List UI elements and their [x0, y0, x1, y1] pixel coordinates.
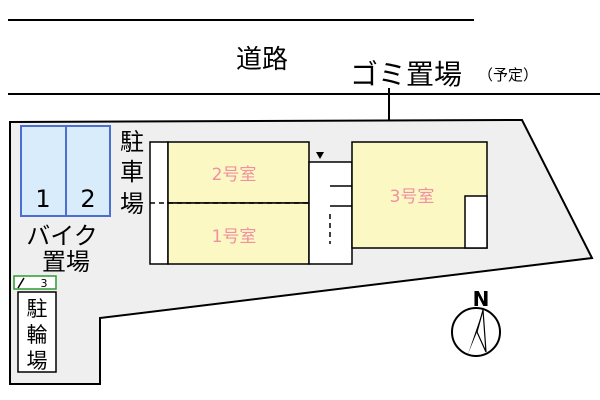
bike-slot-2 — [65, 125, 111, 217]
bike-parking-label-line2: 置場 — [42, 248, 90, 276]
room-1 — [167, 202, 310, 265]
stair-step — [330, 185, 353, 207]
bicycle-parking-char-1: 駐 — [27, 297, 48, 321]
room-1-label: 1号室 — [212, 227, 257, 247]
parking-char-3: 場 — [120, 190, 144, 218]
room-2 — [167, 141, 310, 204]
parking-char-1: 駐 — [120, 128, 144, 156]
bicycle-parking-char-3: 場 — [27, 349, 48, 373]
garbage-label: ゴミ置場 — [350, 58, 462, 91]
room-3-side-unit — [464, 195, 488, 249]
bicycle-parking-box — [17, 291, 57, 373]
bicycle-badge-number: 3 — [41, 277, 48, 290]
room-2-label: 2号室 — [212, 165, 257, 185]
compass-needle-light — [476, 309, 487, 353]
compass-north-label: N — [473, 287, 490, 311]
bike-slot-number-1: 1 — [35, 185, 50, 213]
road-label: 道路 — [236, 45, 288, 75]
bicycle-parking-char-2: 輪 — [27, 323, 48, 347]
bicycle-badge — [13, 275, 57, 290]
room-3-label: 3号室 — [390, 187, 435, 207]
parking-char-2: 車 — [120, 158, 144, 186]
entrance-marker — [316, 152, 324, 159]
garbage-note: （予定） — [478, 66, 538, 84]
bike-parking-label-line1: バイク — [26, 222, 98, 250]
bike-slot-number-2: 2 — [80, 185, 95, 213]
bicycle-badge-slash — [17, 277, 25, 289]
compass-needle-dark — [468, 310, 483, 354]
stair-corridor — [308, 161, 353, 265]
